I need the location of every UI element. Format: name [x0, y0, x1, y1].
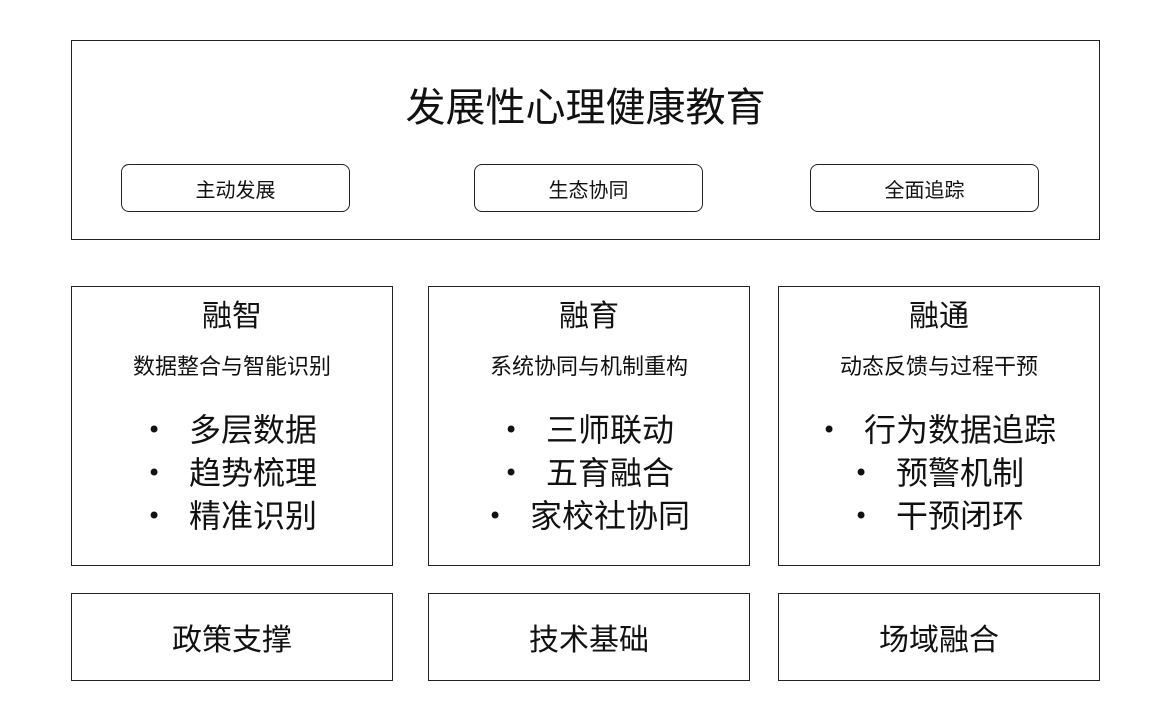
list-item: •三师联动	[429, 409, 749, 452]
foundation-policy-support: 政策支撑	[71, 593, 393, 681]
list-item: •预警机制	[779, 452, 1099, 495]
bullet-dot-icon: •	[821, 416, 837, 444]
list-item: •家校社协同	[429, 495, 749, 538]
column-heading: 融智	[202, 299, 262, 334]
foundation-technical-basis: 技术基础	[428, 593, 750, 681]
column-heading: 融育	[559, 299, 619, 334]
column-subtitle: 系统协同与机制重构	[489, 355, 688, 380]
bullet-dot-icon: •	[487, 502, 503, 530]
bullet-dot-icon: •	[503, 416, 519, 444]
column-subtitle: 动态反馈与过程干预	[839, 355, 1038, 380]
column-heading: 融通	[909, 299, 969, 334]
list-item: •干预闭环	[779, 495, 1099, 538]
bullet-dot-icon: •	[853, 502, 869, 530]
list-item: •多层数据	[72, 409, 392, 452]
column-subtitle: 数据整合与智能识别	[132, 355, 331, 380]
bullet-dot-icon: •	[503, 459, 519, 487]
bullet-list: •多层数据 •趋势梳理 •精准识别	[72, 409, 392, 538]
foundation-field-integration: 场域融合	[778, 593, 1100, 681]
bullet-dot-icon: •	[146, 502, 162, 530]
top-panel: 发展性心理健康教育 主动发展 生态协同 全面追踪	[71, 40, 1100, 240]
list-item: •趋势梳理	[72, 452, 392, 495]
pill-active-development: 主动发展	[121, 164, 350, 212]
column-rongzhi: 融智 数据整合与智能识别 •多层数据 •趋势梳理 •精准识别	[71, 286, 393, 566]
bullet-list: •行为数据追踪 •预警机制 •干预闭环	[779, 409, 1099, 538]
list-item: •行为数据追踪	[779, 409, 1099, 452]
bullet-dot-icon: •	[146, 416, 162, 444]
bullet-dot-icon: •	[853, 459, 869, 487]
column-rongtong: 融通 动态反馈与过程干预 •行为数据追踪 •预警机制 •干预闭环	[778, 286, 1100, 566]
diagram-title: 发展性心理健康教育	[405, 85, 766, 131]
list-item: •精准识别	[72, 495, 392, 538]
pill-ecological-collaboration: 生态协同	[474, 164, 703, 212]
list-item: •五育融合	[429, 452, 749, 495]
bullet-list: •三师联动 •五育融合 •家校社协同	[429, 409, 749, 538]
bullet-dot-icon: •	[146, 459, 162, 487]
pill-full-tracking: 全面追踪	[810, 164, 1039, 212]
column-rongyu: 融育 系统协同与机制重构 •三师联动 •五育融合 •家校社协同	[428, 286, 750, 566]
